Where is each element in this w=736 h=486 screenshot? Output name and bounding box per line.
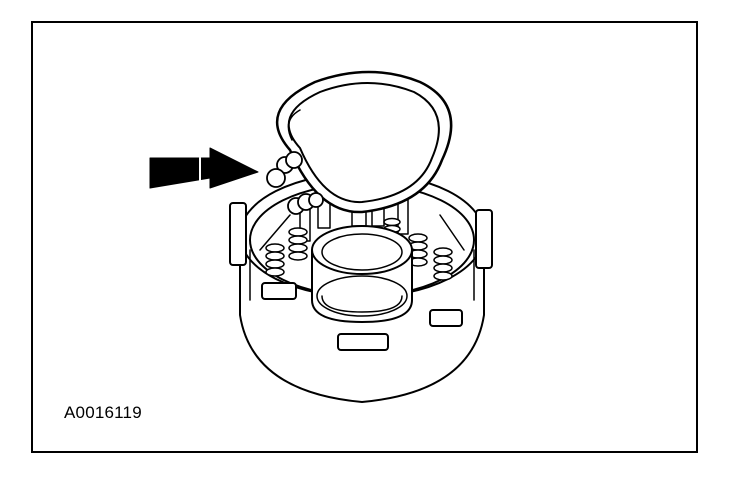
return-springs <box>265 217 453 281</box>
spring <box>265 243 285 277</box>
center-hub <box>311 225 413 323</box>
spring <box>288 227 308 261</box>
spring <box>408 233 428 267</box>
arrow-right-icon <box>149 147 259 189</box>
spring <box>433 247 453 281</box>
seal-ring <box>275 70 453 214</box>
figure-id-label: A0016119 <box>64 403 142 422</box>
seal-ends <box>266 151 324 215</box>
